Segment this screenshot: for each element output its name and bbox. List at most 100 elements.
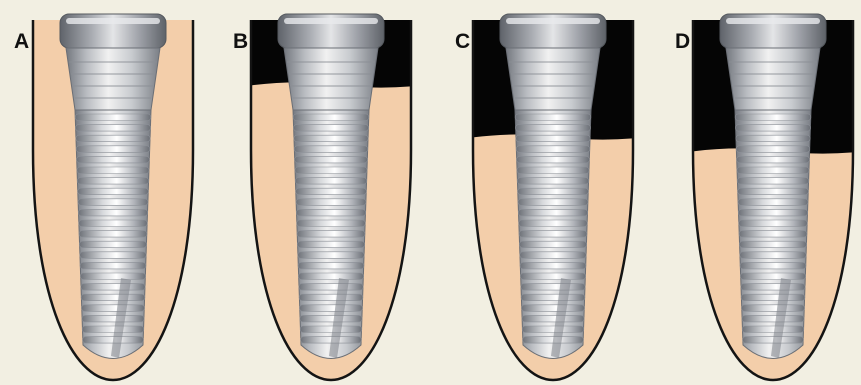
implant-thread <box>520 273 585 280</box>
implant-thread <box>76 135 150 142</box>
implant-thread <box>740 273 805 280</box>
panel-c: C <box>455 14 638 380</box>
implant-thread <box>293 125 368 132</box>
implant-thread <box>75 114 151 121</box>
implant-thread <box>79 241 146 248</box>
implant-thread <box>738 188 809 195</box>
implant-thread <box>80 252 147 258</box>
implant-thread <box>78 209 147 216</box>
implant-thread <box>735 114 811 121</box>
panels-layer: A B C D <box>14 14 858 380</box>
implant-thread <box>739 220 808 227</box>
implant-thread <box>516 146 590 153</box>
implant-thread <box>519 231 587 238</box>
implant-thread <box>80 262 146 269</box>
panel-label-b: B <box>233 30 248 53</box>
implant-thread <box>82 315 144 322</box>
implant-thread <box>738 209 807 216</box>
panel-label-c: C <box>455 30 470 53</box>
implant-thread <box>79 231 147 238</box>
implant-thread <box>76 146 150 153</box>
implant-thread <box>742 326 804 333</box>
implant-thread <box>295 167 367 174</box>
implant-thread <box>296 199 366 206</box>
implant-thread <box>295 156 368 163</box>
platform-highlight <box>66 18 160 24</box>
implant-thread <box>519 241 586 248</box>
panel-b: B <box>233 14 416 380</box>
implant-thread <box>78 199 148 206</box>
implant-thread <box>741 294 805 301</box>
implant-thread <box>737 167 809 174</box>
panel-label-d: D <box>675 30 690 53</box>
implant-thread <box>299 294 363 301</box>
implant-thread <box>740 252 807 258</box>
implant-thread <box>78 188 149 195</box>
implant-thread <box>300 315 362 322</box>
implant-thread <box>81 294 145 301</box>
platform-highlight <box>284 18 378 24</box>
implant-thread <box>297 220 366 227</box>
implant-thread <box>739 231 807 238</box>
implant-thread <box>522 326 584 333</box>
implant-thread <box>736 135 810 142</box>
implant-thread <box>739 241 806 248</box>
implant-thread <box>516 135 590 142</box>
platform-highlight <box>726 18 820 24</box>
implant-thread <box>738 199 808 206</box>
implant-thread <box>517 178 588 185</box>
implant-thread <box>741 305 804 312</box>
implant-thread <box>515 125 590 132</box>
implant-thread <box>81 284 145 291</box>
implant-thread <box>515 114 591 121</box>
panel-a: A <box>14 14 193 380</box>
implant-collar <box>726 48 820 110</box>
implant-thread <box>298 273 363 280</box>
implant-thread <box>298 262 364 269</box>
implant-thread <box>518 199 588 206</box>
implant-collar <box>284 48 378 110</box>
implant-thread <box>521 294 585 301</box>
implant-thread <box>740 262 806 269</box>
implant-thread <box>81 305 144 312</box>
implant-thread <box>517 156 590 163</box>
implant-thread <box>294 146 368 153</box>
implant-thread <box>520 262 586 269</box>
implant-thread <box>297 241 364 248</box>
implant-thread <box>75 125 150 132</box>
platform-highlight <box>506 18 600 24</box>
implant-thread <box>77 156 150 163</box>
implant-thread <box>294 135 368 142</box>
implant-thread <box>296 209 365 216</box>
panel-label-a: A <box>14 30 29 53</box>
implant-thread <box>519 220 588 227</box>
implant-thread <box>295 178 366 185</box>
implant-thread <box>736 146 810 153</box>
implant-thread <box>741 284 805 291</box>
implant-thread <box>300 326 362 333</box>
implant-thread <box>521 305 584 312</box>
implant-thread <box>520 252 587 258</box>
implant-thread <box>522 315 584 322</box>
panel-d: D <box>675 14 858 380</box>
implant-thread <box>77 178 148 185</box>
implant-thread <box>742 315 804 322</box>
implant-thread <box>299 305 362 312</box>
implant-thread <box>518 188 589 195</box>
implant-thread <box>77 167 149 174</box>
implant-thread <box>737 156 810 163</box>
implant-thread <box>299 284 363 291</box>
implant-thread <box>521 284 585 291</box>
implant-thread <box>735 125 810 132</box>
implant-thread <box>517 167 589 174</box>
implant-collar <box>506 48 600 110</box>
implant-thread <box>297 231 365 238</box>
implant-thread <box>82 326 144 333</box>
implant-thread <box>737 178 808 185</box>
implant-thread <box>293 114 369 121</box>
implant-collar <box>66 48 160 110</box>
implant-thread <box>79 220 148 227</box>
implant-thread <box>80 273 145 280</box>
